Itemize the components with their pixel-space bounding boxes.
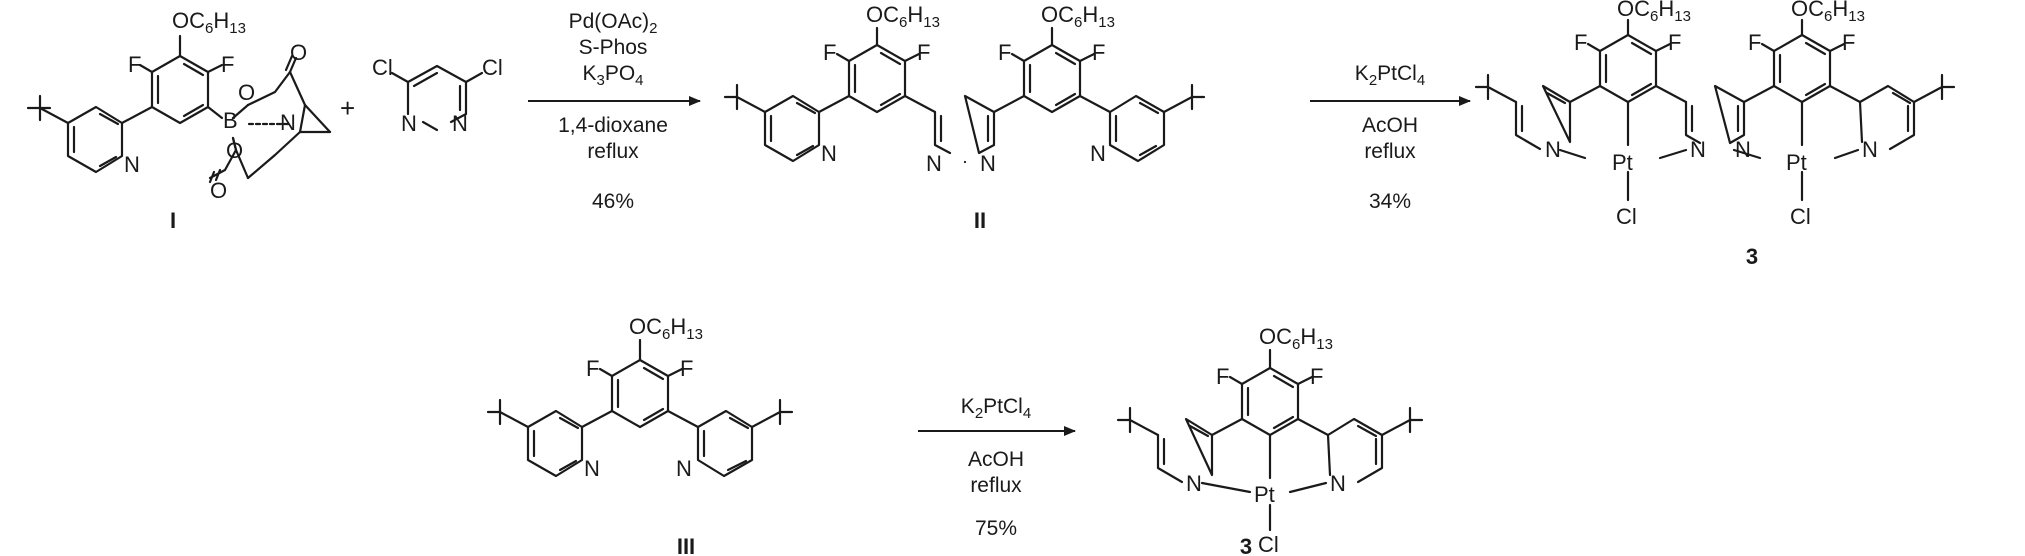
substituent-OC6H13: OC6H13	[629, 314, 703, 343]
atom-N: N	[926, 151, 942, 176]
compound-I: N F F B O O O O N OC6H13 I	[26, 8, 332, 233]
compound-3-dinuclear: N N N N Pt Pt Cl Cl F F F F OC6H13 OC6H1…	[1474, 0, 1956, 269]
atom-N: N	[1186, 471, 1202, 496]
compound-label-III: III	[677, 534, 695, 556]
compound-label-3-bottom: 3	[1240, 534, 1252, 556]
atom-Cl: Cl	[1258, 532, 1279, 556]
reagent-palladium-acetate: Pd(OAc)2	[569, 10, 658, 37]
atom-F: F	[1748, 30, 1761, 55]
atom-N: N	[124, 152, 140, 177]
reaction-arrow-1: Pd(OAc)2 S-Phos K3PO4 1,4-dioxane reflux…	[528, 10, 701, 213]
atom-N: N	[1330, 471, 1346, 496]
substituent-OC6H13: OC6H13	[1041, 2, 1115, 31]
atom-N: N	[1690, 137, 1706, 162]
atom-F: F	[221, 52, 234, 77]
atom-Pt: Pt	[1612, 150, 1633, 175]
condition-reflux: reflux	[587, 140, 639, 163]
atom-N: N	[1090, 141, 1106, 166]
atom-N: N	[821, 141, 837, 166]
solvent-acetic-acid: AcOH	[1362, 114, 1418, 137]
substituent-OC6H13: OC6H13	[172, 8, 246, 37]
compound-II: N N N N F F F F OC6H13 OC6H13 II	[723, 2, 1206, 233]
atom-O: O	[290, 40, 307, 65]
solvent-dioxane: 1,4-dioxane	[558, 114, 668, 137]
atom-Pt: Pt	[1254, 482, 1275, 507]
atom-N: N	[280, 110, 296, 135]
yield-34: 34%	[1369, 190, 1411, 213]
yield-75: 75%	[975, 517, 1017, 540]
atom-F: F	[1310, 364, 1323, 389]
condition-reflux: reflux	[970, 474, 1022, 497]
reagent-potassium-tetrachloroplatinate: K2PtCl4	[961, 395, 1031, 422]
atom-F: F	[1092, 40, 1105, 65]
atom-F: F	[680, 356, 693, 381]
substituent-OC6H13: OC6H13	[1617, 0, 1691, 25]
plus-sign: +	[340, 93, 355, 123]
atom-Cl: Cl	[482, 55, 503, 80]
atom-N: N	[1862, 137, 1878, 162]
reaction-arrow-3: K2PtCl4 AcOH reflux 75%	[918, 395, 1076, 540]
substituent-OC6H13: OC6H13	[866, 2, 940, 31]
atom-N: N	[401, 111, 417, 136]
atom-N: N	[676, 456, 692, 481]
yield-46: 46%	[592, 190, 634, 213]
compound-label-II: II	[974, 208, 986, 233]
atom-N: N	[452, 111, 468, 136]
atom-Cl: Cl	[372, 55, 393, 80]
atom-F: F	[1216, 364, 1229, 389]
substituent-OC6H13: OC6H13	[1791, 0, 1865, 25]
atom-O: O	[226, 138, 243, 163]
atom-O: O	[238, 80, 255, 105]
condition-reflux: reflux	[1364, 140, 1416, 163]
reagent-sphos: S-Phos	[579, 36, 648, 59]
atom-N: N	[980, 151, 996, 176]
atom-N: N	[1735, 137, 1751, 162]
solvent-acetic-acid: AcOH	[968, 448, 1024, 471]
atom-F: F	[1668, 30, 1681, 55]
atom-B: B	[223, 108, 238, 133]
atom-N: N	[1545, 137, 1561, 162]
compound-III: N N F F OC6H13 III	[486, 314, 794, 556]
reaction-arrow-2: K2PtCl4 AcOH reflux 34%	[1310, 62, 1471, 213]
atom-F: F	[128, 52, 141, 77]
reagent-potassium-tetrachloroplatinate: K2PtCl4	[1355, 62, 1425, 89]
atom-Cl: Cl	[1790, 204, 1811, 229]
atom-F: F	[917, 40, 930, 65]
atom-Pt: Pt	[1786, 150, 1807, 175]
compound-label-I: I	[170, 208, 176, 233]
compound-label-3-top: 3	[1746, 244, 1758, 269]
compound-3-mononuclear: N N Pt Cl F F OC6H13 3	[1116, 324, 1424, 556]
atom-F: F	[586, 356, 599, 381]
atom-F: F	[823, 40, 836, 65]
atom-F: F	[1574, 30, 1587, 55]
substituent-OC6H13: OC6H13	[1259, 324, 1333, 353]
atom-O: O	[210, 178, 227, 203]
dichloropyrimidine: Cl Cl N N	[372, 55, 503, 136]
reagent-potassium-phosphate: K3PO4	[582, 62, 643, 89]
atom-F: F	[998, 40, 1011, 65]
atom-F: F	[1842, 30, 1855, 55]
atom-Cl: Cl	[1616, 204, 1637, 229]
atom-N: N	[584, 456, 600, 481]
